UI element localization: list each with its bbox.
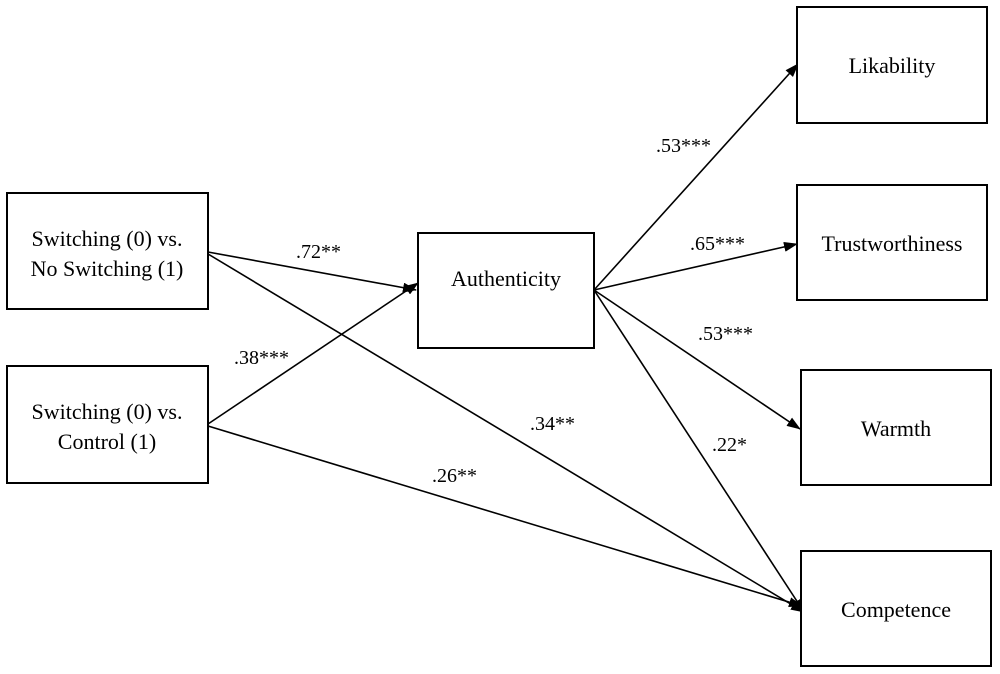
node-likability: Likability: [796, 6, 988, 124]
edge-label-nosw-comp: .34**: [530, 413, 575, 435]
edge-labels: .72** .38*** .34** .26** .53*** .65*** .…: [234, 135, 753, 487]
node-label-line: Likability: [849, 53, 936, 78]
node-authenticity: Authenticity: [417, 232, 595, 349]
edge-label-nosw-auth: .72**: [296, 241, 341, 263]
node-label-line: No Switching (1): [31, 256, 184, 281]
edge-label-auth-trust: .65***: [690, 233, 745, 255]
node-label-line: Competence: [841, 597, 951, 622]
node-label-line: Switching (0) vs.: [32, 226, 183, 251]
edge-label-auth-warmth: .53***: [698, 323, 753, 345]
edge-nosw-comp: [207, 253, 805, 613]
edge-auth-warmth: [593, 289, 801, 430]
node-label-line: Switching (0) vs.: [32, 399, 183, 424]
edge-ctrl-auth: [207, 282, 419, 425]
node-switching-control: Switching (0) vs. Control (1): [6, 365, 209, 484]
edge-label-ctrl-auth: .38***: [234, 347, 289, 369]
edge-nosw-auth: [207, 251, 417, 293]
node-competence: Competence: [800, 550, 992, 667]
edge-label-auth-comp: .22*: [712, 434, 747, 456]
node-label-line: Trustworthiness: [822, 231, 963, 256]
edge-auth-trust: [593, 241, 798, 291]
node-switching-no-switching: Switching (0) vs. No Switching (1): [6, 192, 209, 310]
edge-auth-lik: [593, 63, 799, 291]
edges: [207, 63, 805, 613]
node-trustworthiness: Trustworthiness: [796, 184, 988, 301]
edge-label-ctrl-comp: .26**: [432, 465, 477, 487]
edge-ctrl-comp: [207, 425, 803, 608]
node-label-line: Authenticity: [451, 266, 561, 291]
edge-auth-comp: [593, 289, 805, 613]
node-label-line: Control (1): [58, 429, 156, 454]
edge-label-auth-lik: .53***: [656, 135, 711, 157]
node-label-line: Warmth: [861, 416, 931, 441]
node-warmth: Warmth: [800, 369, 992, 486]
